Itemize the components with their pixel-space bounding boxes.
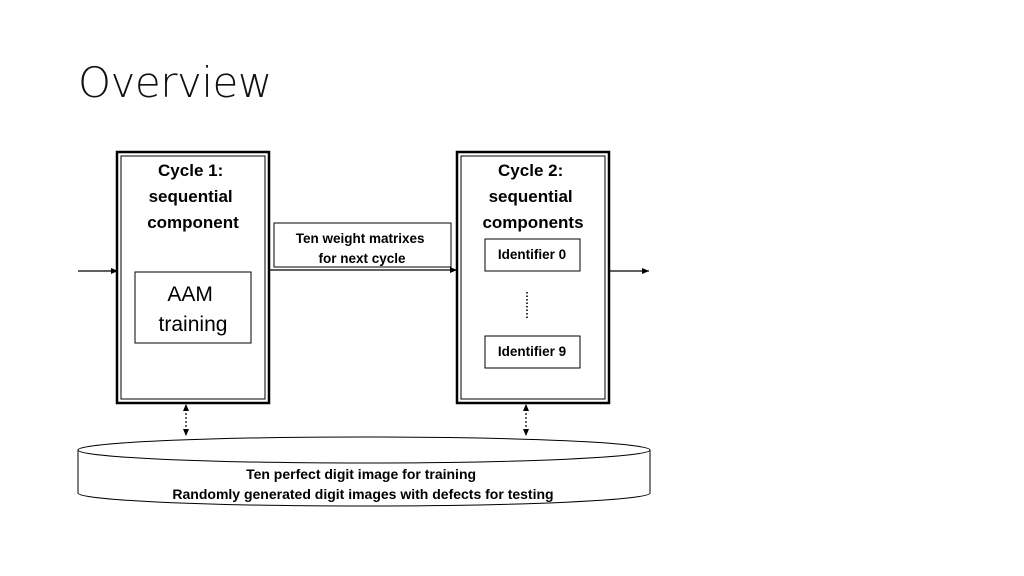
cycle1-title-line: component [147, 213, 239, 232]
dataset-line: Randomly generated digit images with def… [172, 486, 553, 502]
cycle2-title-line: sequential [489, 187, 573, 206]
dataset-cylinder: Ten perfect digit image for training Ran… [77, 436, 651, 507]
cycle1-box: Cycle 1: sequential component AAM traini… [115, 150, 271, 405]
cycle2-title-line: Cycle 2: [498, 161, 563, 180]
aam-training-line: training [159, 313, 228, 336]
cycle1-title-line: Cycle 1: [158, 161, 223, 180]
identifier-0-box: Identifier 0 [484, 238, 581, 272]
aam-training-line: AAM [167, 283, 213, 306]
weight-matrix-label-box: Ten weight matrixes for next cycle [273, 222, 452, 268]
weight-matrix-label-line: Ten weight matrixes [296, 231, 425, 246]
svg-text:Ten perfect digit image for tr: Ten perfect digit image for training Ran… [172, 466, 553, 502]
dataset-line: Ten perfect digit image for training [246, 466, 476, 482]
svg-text:Ten weight matrixes for: Ten weight matrixes for next cycle [296, 231, 429, 266]
cycle2-box: Cycle 2: sequential components Identifie… [455, 150, 611, 405]
weight-matrix-label-line: for next cycle [318, 251, 406, 266]
cycle1-title-line: sequential [149, 187, 233, 206]
svg-text:AAM training: AAM training [159, 283, 228, 336]
slide-title: Overview [78, 58, 272, 107]
cycle2-title-line: components [482, 213, 583, 232]
svg-text:Cycle 2: sequential: Cycle 2: sequential components [482, 161, 583, 232]
identifier-0-label: Identifier 0 [498, 247, 566, 262]
identifier-9-label: Identifier 9 [498, 344, 566, 359]
identifier-9-box: Identifier 9 [484, 335, 581, 369]
aam-training-box: AAM training [134, 271, 252, 344]
svg-text:Cycle 1: sequential: Cycle 1: sequential component [147, 161, 239, 232]
